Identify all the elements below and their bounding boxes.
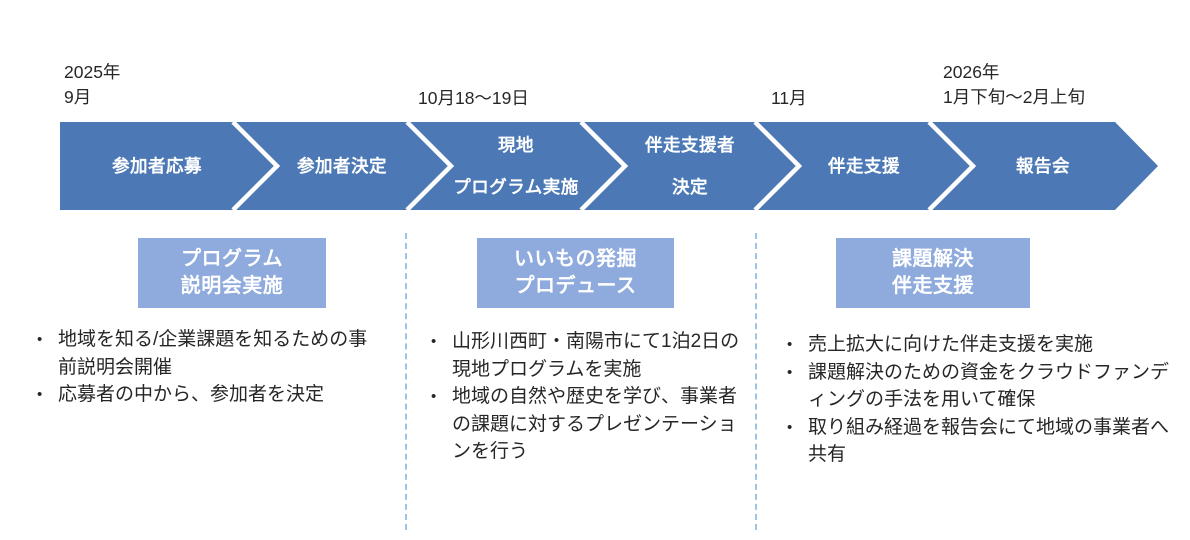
chevron-separator <box>231 120 281 212</box>
stage-label-report: 報告会 <box>1016 156 1070 176</box>
phase-title-produce: いいもの発掘 プロデュース <box>477 238 674 308</box>
section-divider <box>755 233 757 530</box>
list-item: 山形川西町・南陽市にて1泊2日の現地プログラムを実施 <box>424 328 750 383</box>
section-divider <box>405 233 407 530</box>
phase-title-briefing: プログラム 説明会実施 <box>138 238 326 308</box>
date-label-end: 2026年 1月下旬〜2月上旬 <box>943 62 1085 107</box>
phase-details-list-produce: 山形川西町・南陽市にて1泊2日の現地プログラムを実施 地域の自然や歴史を学び、事… <box>424 328 750 466</box>
stage-label-supporter: 伴走支援者 決定 <box>645 135 735 197</box>
phase-title-support: 課題解決 伴走支援 <box>836 238 1030 308</box>
stage-label-onsite-program: 現地 プログラム実施 <box>453 135 579 197</box>
chevron-separator <box>753 120 803 212</box>
stage-label-support: 伴走支援 <box>828 156 900 176</box>
list-item: 地域を知る/企業課題を知るための事前説明会開催 <box>30 326 380 381</box>
list-item: 課題解決のための資金をクラウドファンディングの手法を用いて確保 <box>780 359 1184 414</box>
phase-details-list-briefing: 地域を知る/企業課題を知るための事前説明会開催 応募者の中から、参加者を決定 <box>30 326 380 409</box>
chevron-separator <box>405 120 455 212</box>
arrow-body <box>60 122 1158 210</box>
stage-label-select: 参加者決定 <box>297 156 387 176</box>
chevron-separator <box>927 120 977 212</box>
chevron-separator <box>579 120 629 212</box>
stage-label-apply: 参加者応募 <box>112 156 202 176</box>
phase-details-list-support: 売上拡大に向けた伴走支援を実施 課題解決のための資金をクラウドファンディングの手… <box>780 331 1184 469</box>
date-label-november: 11月 <box>771 88 807 108</box>
list-item: 売上拡大に向けた伴走支援を実施 <box>780 331 1184 359</box>
list-item: 応募者の中から、参加者を決定 <box>30 381 380 409</box>
list-item: 地域の自然や歴史を学び、事業者の課題に対するプレゼンテーションを行う <box>424 383 750 466</box>
date-label-start: 2025年 9月 <box>64 62 121 107</box>
list-item: 取り組み経過を報告会にて地域の事業者へ共有 <box>780 414 1184 469</box>
date-label-october: 10月18〜19日 <box>418 88 529 108</box>
